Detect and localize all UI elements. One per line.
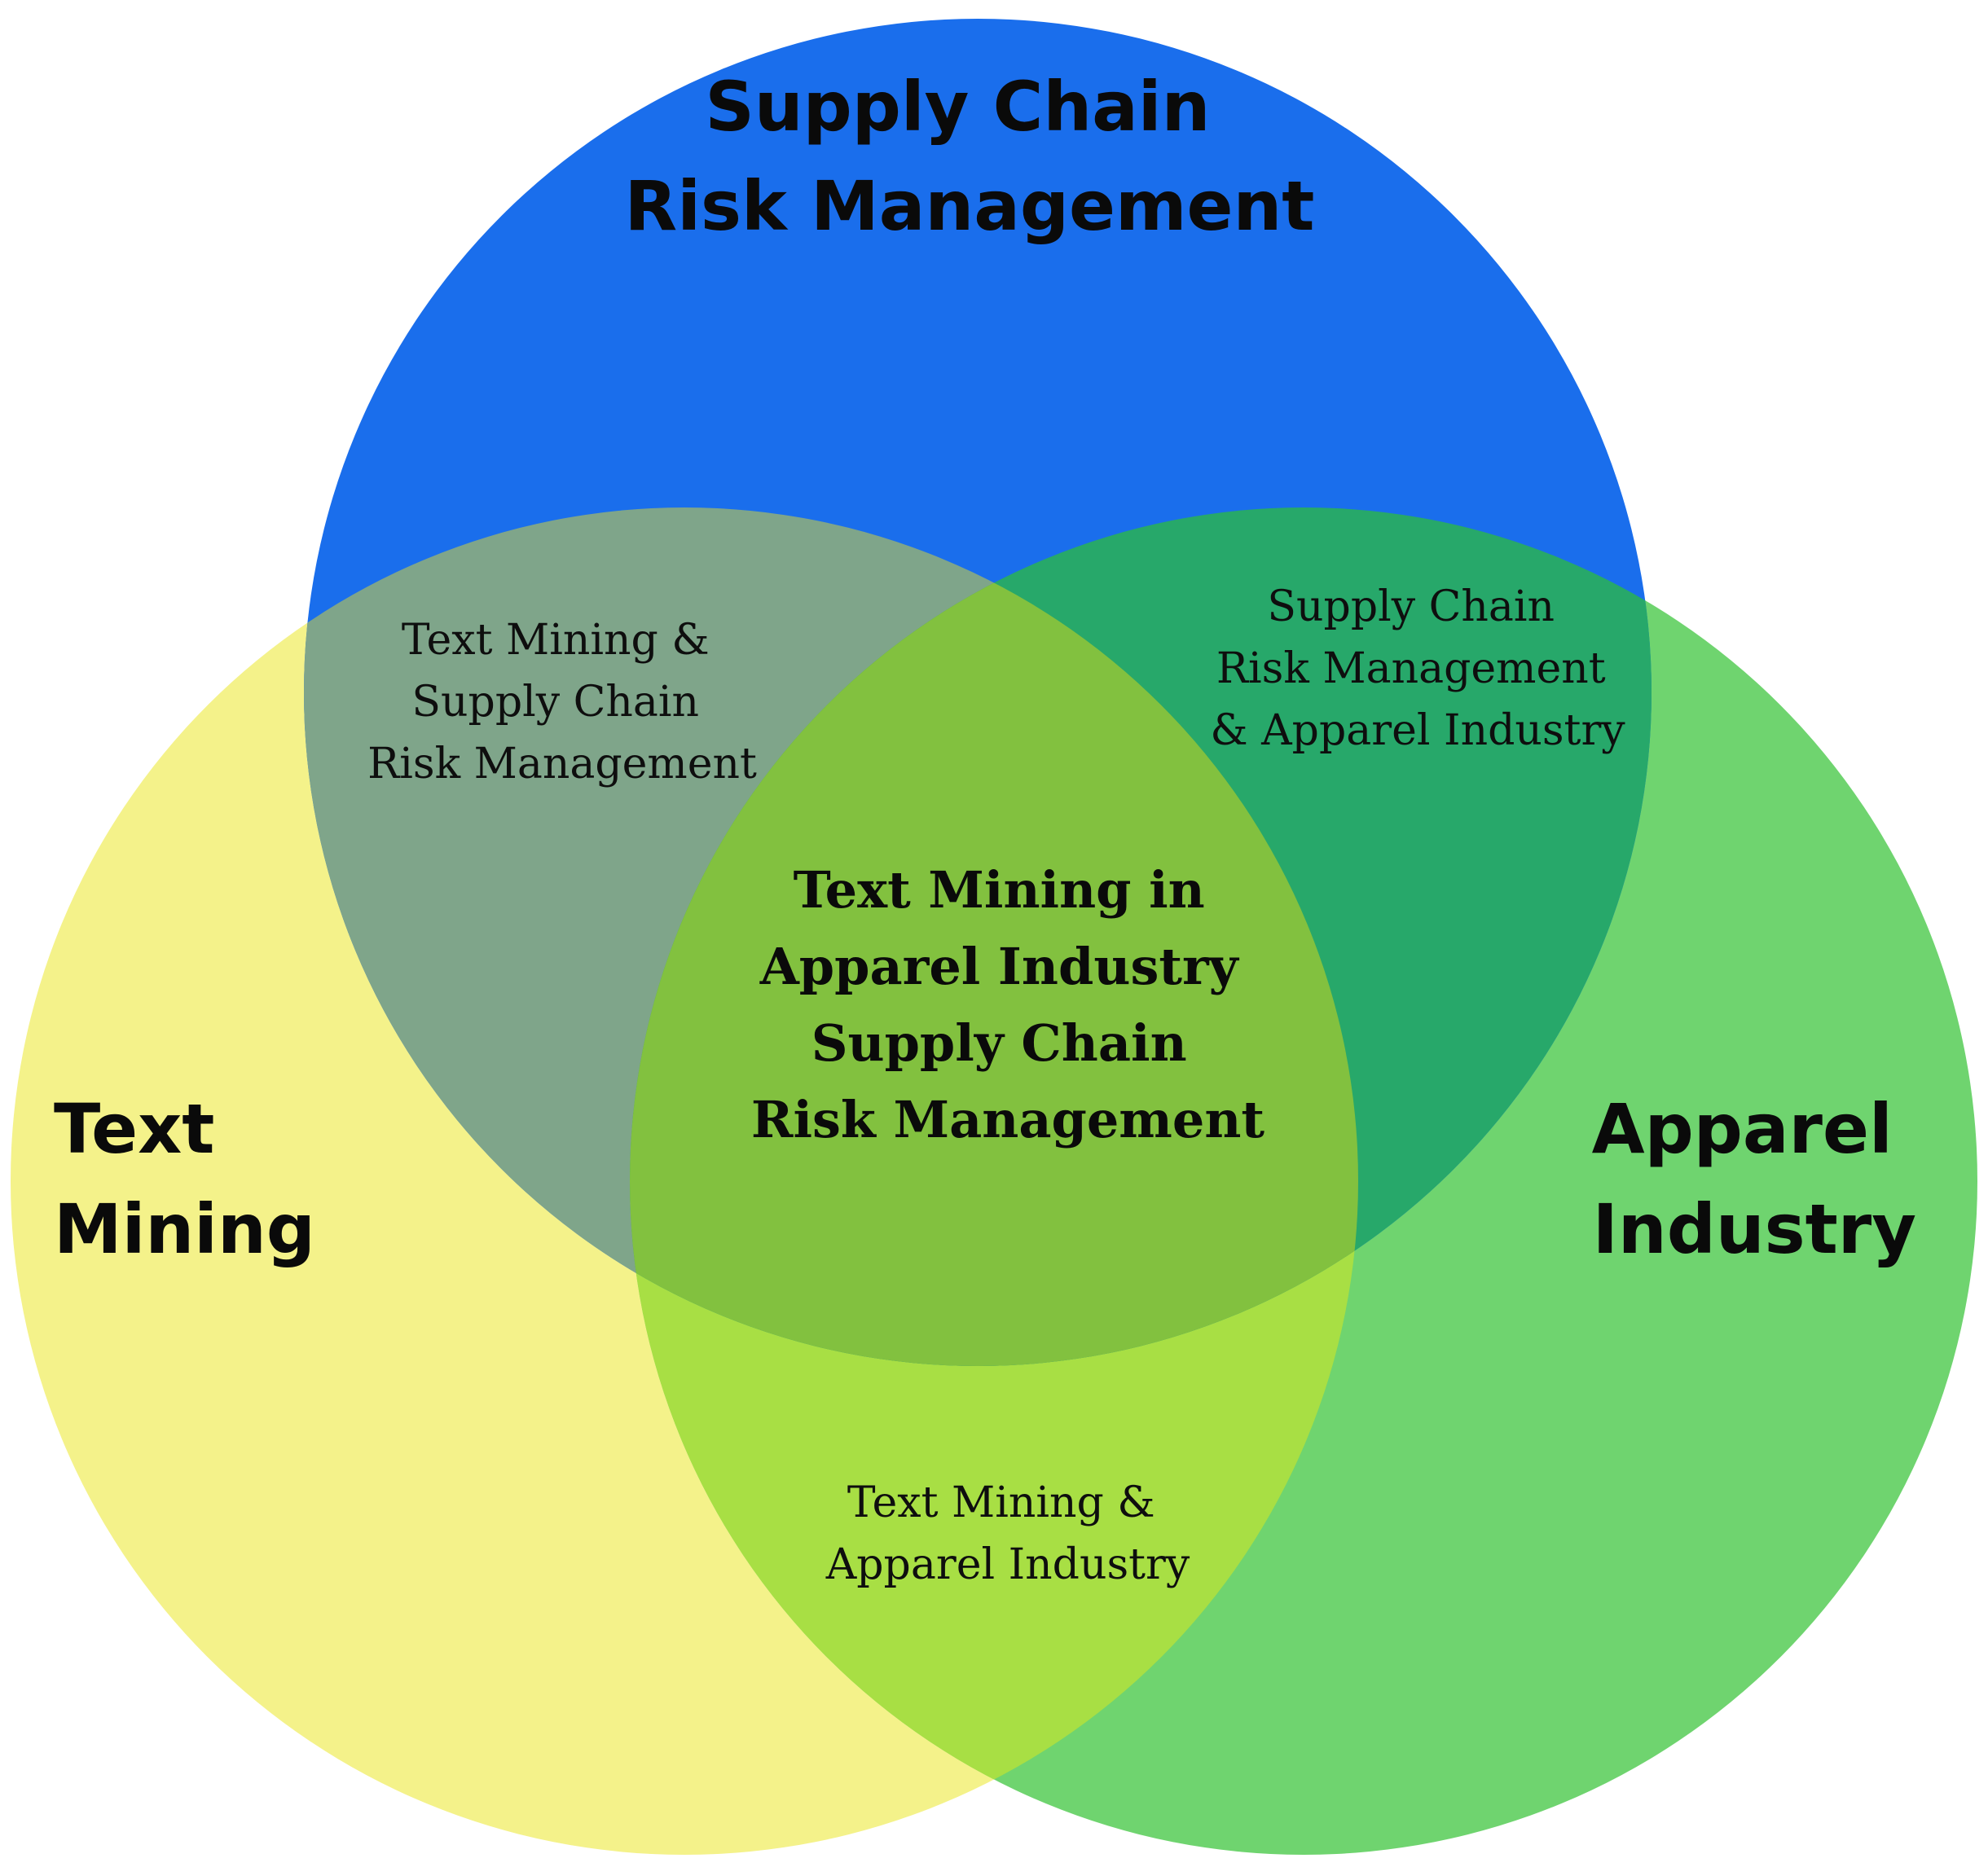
overlap-text-supply-line-1: Text Mining & (402, 616, 710, 665)
overlap-text-apparel-line-2: Apparel Industry (825, 1540, 1190, 1589)
supply-chain-title-line-1: Supply Chain (705, 67, 1210, 147)
center-overlap-label: Text Mining in Apparel Industry Supply C… (751, 860, 1265, 1149)
text-mining-title-line-1: Text (54, 1089, 214, 1169)
overlap-supply-apparel-line-3: & Apparel Industry (1210, 706, 1625, 755)
supply-chain-title-line-2: Risk Management (625, 166, 1315, 246)
center-overlap-line-3: Supply Chain (811, 1013, 1187, 1073)
center-overlap-line-4: Risk Management (751, 1090, 1265, 1149)
text-mining-title-line-2: Mining (54, 1189, 315, 1269)
overlap-center-region (630, 507, 1358, 1366)
overlap-supply-apparel-line-2: Risk Management (1216, 644, 1606, 693)
overlap-text-supply-label: Text Mining & Supply Chain Risk Manageme… (367, 616, 757, 789)
overlap-text-apparel-line-1: Text Mining & (847, 1478, 1155, 1527)
text-mining-title: Text Mining (54, 1089, 315, 1269)
overlap-supply-apparel-label: Supply Chain Risk Management & Apparel I… (1210, 582, 1625, 755)
apparel-industry-title: Apparel Industry (1592, 1089, 1916, 1269)
overlap-text-supply-line-3: Risk Management (367, 740, 757, 789)
overlap-supply-apparel-line-1: Supply Chain (1267, 582, 1555, 631)
apparel-industry-title-line-2: Industry (1593, 1189, 1916, 1269)
overlap-text-apparel-label: Text Mining & Apparel Industry (825, 1478, 1190, 1589)
overlap-text-supply-line-2: Supply Chain (411, 678, 699, 727)
apparel-industry-title-line-1: Apparel (1592, 1089, 1893, 1169)
supply-chain-title: Supply Chain Risk Management (625, 67, 1315, 246)
center-overlap-line-2: Apparel Industry (759, 937, 1240, 996)
center-overlap-line-1: Text Mining in (794, 860, 1205, 920)
